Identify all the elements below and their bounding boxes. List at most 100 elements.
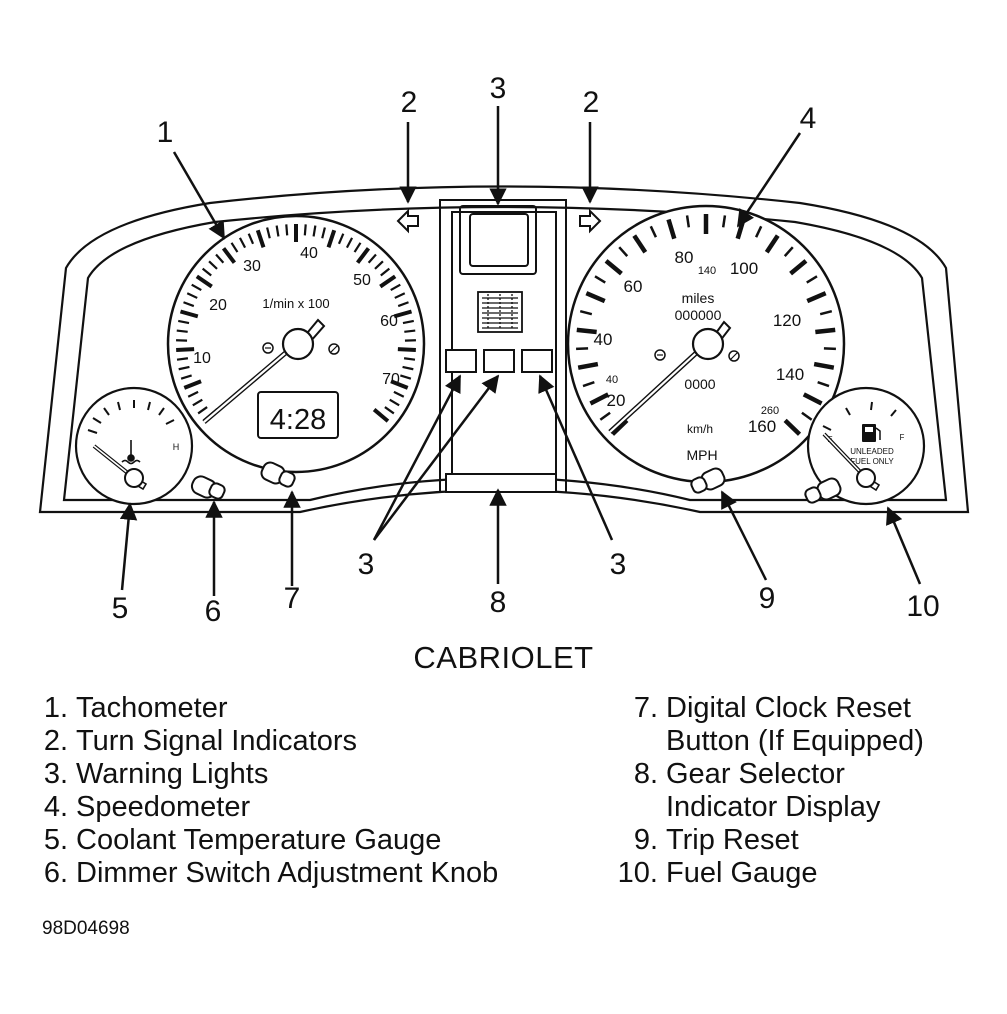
legend-item-number: 2. xyxy=(43,725,68,757)
dial-tick xyxy=(178,319,190,325)
legend-item: 7.Digital Clock Reset xyxy=(612,692,924,725)
dial-tick xyxy=(255,229,266,248)
coolant-temperature-gauge: H xyxy=(74,386,194,506)
legend-item-text: Trip Reset xyxy=(666,824,799,856)
callout-fuel: 10 xyxy=(906,590,939,623)
dial-tick xyxy=(783,418,802,436)
kmh-label: km/h xyxy=(687,422,713,436)
dial-tick xyxy=(802,392,823,406)
tach-number: 60 xyxy=(380,313,398,330)
legend-item: 10.Fuel Gauge xyxy=(612,857,924,890)
dial-tick xyxy=(326,229,337,248)
callout-warning-right: 3 xyxy=(610,548,627,581)
clock-display xyxy=(257,391,339,439)
fuel-only-label: FUEL ONLY xyxy=(850,457,894,466)
dial-tick xyxy=(610,418,629,436)
instrument-cluster-diagram: 10 20 30 40 50 60 70 1/min x 100 4:28 xyxy=(38,72,970,628)
callout-coolant: 5 xyxy=(112,592,129,625)
speedo-mph-number: 80 xyxy=(675,248,694,267)
fuel-unleaded-label: UNLEADED xyxy=(850,447,894,456)
dial-tick xyxy=(372,408,390,423)
callout-dimmer: 6 xyxy=(205,595,222,628)
dial-tick xyxy=(577,361,599,370)
dial-tick xyxy=(764,234,780,254)
dimmer-switch-knob xyxy=(190,475,226,500)
fuel-hub xyxy=(856,468,876,488)
dial-tick xyxy=(589,392,610,406)
legend-item-number: 6. xyxy=(43,857,68,889)
fuel-gauge-side-knob xyxy=(804,477,842,504)
warning-light-left xyxy=(445,349,477,373)
dial-tick xyxy=(685,215,691,228)
legend-item-number: 5. xyxy=(43,824,68,856)
trip-reset-knob xyxy=(690,467,726,494)
dial-tick xyxy=(247,233,255,245)
speedo-mph-number: 160 xyxy=(748,417,776,436)
speedo-mph-number: 100 xyxy=(730,259,758,278)
speedo-kmh-number: 140 xyxy=(698,265,716,277)
legend-item-text: Coolant Temperature Gauge xyxy=(76,824,442,856)
dial-tick xyxy=(649,225,658,238)
legend-item: 6.Dimmer Switch Adjustment Knob xyxy=(38,857,498,890)
dial-tick xyxy=(393,309,413,319)
callout-gear-selector: 8 xyxy=(490,586,507,619)
mph-label: MPH xyxy=(686,447,717,463)
dial-tick xyxy=(806,275,818,284)
dial-tick xyxy=(806,291,827,304)
dial-tick xyxy=(389,398,400,407)
dial-tick xyxy=(632,234,648,254)
speedo-mph-number: 60 xyxy=(624,277,643,296)
legend-item: 2.Turn Signal Indicators xyxy=(38,725,498,758)
legend-item-number xyxy=(612,725,666,758)
dial-tick xyxy=(402,319,414,325)
legend-item-number: 1. xyxy=(43,692,68,724)
fuel-full-label: F xyxy=(900,433,905,442)
speedo-kmh-number: 260 xyxy=(761,405,779,417)
dial-tick xyxy=(230,242,239,253)
speedo-kmh-number: 40 xyxy=(606,374,618,386)
legend-item-number: 9. xyxy=(633,824,658,856)
dial-tick xyxy=(176,357,189,361)
dial-tick xyxy=(604,259,623,276)
warning-light-grid-icon xyxy=(477,291,523,333)
legend-item-text: Gear Selector xyxy=(666,758,845,790)
fuel-pump-icon xyxy=(862,424,881,442)
tach-number: 50 xyxy=(353,272,371,289)
figure-id: 98D04698 xyxy=(42,918,130,939)
coolant-hot-label: H xyxy=(173,442,180,452)
dial-tick xyxy=(337,233,345,245)
callout-tachometer: 1 xyxy=(157,116,174,149)
legend-item: Button (If Equipped) xyxy=(612,725,924,758)
dial-tick xyxy=(215,253,225,264)
tach-number: 20 xyxy=(209,297,227,314)
dial-tick xyxy=(266,227,271,239)
speedometer-scale xyxy=(576,214,836,436)
trip-odometer-value: 0000 xyxy=(684,376,715,392)
dial-tick xyxy=(238,237,247,249)
dial-tick xyxy=(312,225,317,237)
dial-tick xyxy=(201,267,212,277)
coolant-hub xyxy=(124,468,144,488)
dial-tick xyxy=(666,218,677,240)
turn-signal-left-icon xyxy=(396,208,419,234)
dial-tick xyxy=(379,274,397,289)
legend-item: 1.Tachometer xyxy=(38,692,498,725)
dial-tick xyxy=(599,411,611,421)
speedo-mph-number: 120 xyxy=(773,311,801,330)
tach-unit-label: 1/min x 100 xyxy=(262,296,329,311)
dial-tick xyxy=(721,215,727,228)
dial-tick xyxy=(208,260,218,270)
dial-tick xyxy=(594,275,606,284)
screw-icon xyxy=(262,342,274,354)
speedo-mph-number: 40 xyxy=(594,330,613,349)
dial-tick xyxy=(380,267,391,277)
tachometer: 10 20 30 40 50 60 70 1/min x 100 4:28 xyxy=(166,214,426,474)
legend-item-text: Tachometer xyxy=(76,692,228,724)
dial-tick xyxy=(178,365,190,371)
legend-item-number: 10. xyxy=(617,857,658,889)
legend-item-number: 8. xyxy=(633,758,658,790)
dial-tick xyxy=(195,274,213,289)
legend-left: 1.Tachometer 2.Turn Signal Indicators 3.… xyxy=(38,692,498,890)
dial-tick xyxy=(400,374,412,380)
turn-signal-right-icon xyxy=(579,208,602,234)
